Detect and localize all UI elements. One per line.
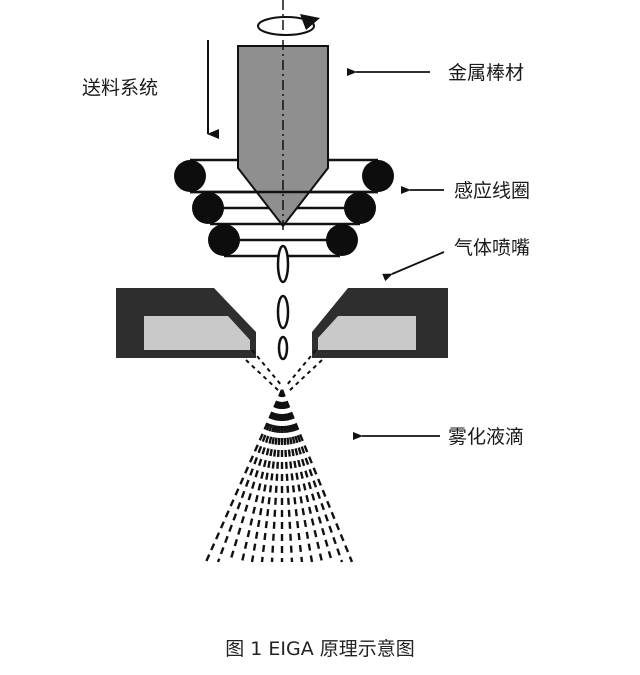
gas-nozzle-right: [312, 288, 448, 358]
induction-coil: [174, 160, 394, 256]
feed-system-label: 送料系统: [82, 77, 158, 99]
induction-coil-label: 感应线圈: [454, 180, 530, 202]
rotation-arrow-icon: [257, 14, 320, 36]
atomized-droplets-label: 雾化液滴: [448, 426, 524, 448]
gas-nozzle-arrow: [382, 251, 445, 282]
figure-caption: 图 1 EIGA 原理示意图: [225, 638, 415, 660]
gas-nozzle-left: [116, 288, 256, 358]
molten-stream: [276, 244, 290, 361]
gas-nozzle-label: 气体喷嘴: [454, 237, 530, 259]
metal-rod-label: 金属棒材: [448, 62, 524, 84]
atomized-spray: [204, 389, 354, 563]
